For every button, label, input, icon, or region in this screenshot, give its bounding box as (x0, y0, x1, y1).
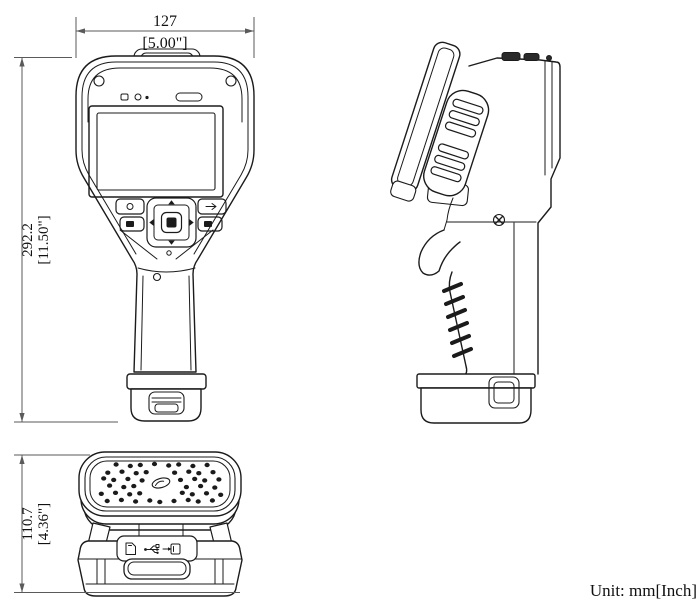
bottom-latch-handle (123, 558, 191, 580)
front-handle (137, 267, 196, 371)
vent-plate (78, 451, 242, 517)
sd-card-icon (125, 542, 136, 555)
dim-height-inch-label: [11.50"] (36, 215, 52, 264)
right-lower-button (197, 216, 223, 232)
front-screen (88, 105, 224, 198)
side-screen-panel (390, 41, 461, 202)
side-screw-cross-icon (494, 215, 504, 225)
side-trigger (418, 229, 461, 276)
front-body-outline (75, 55, 255, 373)
dim-base-mm-label: 110.7 (20, 507, 36, 541)
front-indicators (120, 92, 203, 102)
faceplate-taper-lines (119, 229, 214, 260)
dim-overall-width: 127 [5.00"] (75, 13, 255, 58)
left-lower-button (119, 216, 145, 232)
battery-latch (148, 391, 185, 415)
lanyard-hole-icon (152, 272, 162, 282)
ok-button (160, 211, 183, 234)
screw-icon (225, 75, 237, 87)
dim-width-inch-label: [5.00"] (142, 35, 187, 52)
side-lens-body (443, 52, 561, 375)
dc-in-icon (162, 543, 181, 555)
side-battery-base (416, 373, 536, 424)
unit-note: Unit: mm[Inch] (590, 581, 697, 600)
vent-holes (98, 461, 224, 505)
dpad-up-arrow-icon (168, 200, 175, 205)
indicator-led-icon (120, 93, 129, 101)
top-button-icon (501, 52, 521, 61)
dimensions: 127 [5.00"] 292.2 [11.50"] 110.7 [4.36"]… (14, 13, 697, 600)
usb-icon (144, 544, 160, 554)
dpad-down-arrow-icon (168, 240, 175, 245)
grip-ribs (442, 282, 473, 358)
right-upper-button (197, 198, 227, 215)
bottom-view (77, 451, 243, 597)
dim-height-mm-label: 292.2 (20, 223, 36, 257)
dim-overall-height: 292.2 [11.50"] (14, 57, 118, 423)
dpad-right-arrow-icon (189, 219, 194, 226)
light-sensor-icon (134, 93, 142, 101)
side-grip (442, 222, 515, 377)
top-button-icon (523, 53, 540, 61)
dpad-left-arrow-icon (149, 219, 154, 226)
microphone-hole-icon (145, 95, 149, 100)
right-lower-glyph-icon (204, 221, 212, 227)
left-lower-glyph-icon (126, 221, 134, 227)
heatsink-fins (430, 98, 484, 183)
front-buttons (115, 197, 227, 256)
settings-glyph-icon (126, 203, 134, 210)
side-view (390, 41, 561, 424)
side-heatsink (423, 89, 490, 197)
back-glyph-icon (205, 203, 217, 210)
interface-panel (116, 535, 198, 562)
front-inner-arc (87, 67, 243, 123)
side-battery-latch (488, 376, 520, 409)
dim-base-depth: 110.7 [4.36"] (14, 454, 240, 593)
left-upper-button (115, 198, 145, 215)
dim-width-mm-label: 127 (153, 13, 177, 30)
dpad (146, 197, 197, 248)
speaker-slot-icon (175, 92, 203, 102)
side-screw-icon (492, 213, 506, 227)
screw-icon (93, 75, 105, 87)
front-view (75, 48, 255, 422)
brand-logo-icon (151, 477, 171, 489)
front-battery-base (126, 373, 207, 422)
dim-base-inch-label: [4.36"] (36, 503, 52, 545)
ok-glyph-icon (166, 217, 177, 228)
mic-hole-icon (166, 250, 172, 256)
front-inner-contour (81, 61, 249, 255)
